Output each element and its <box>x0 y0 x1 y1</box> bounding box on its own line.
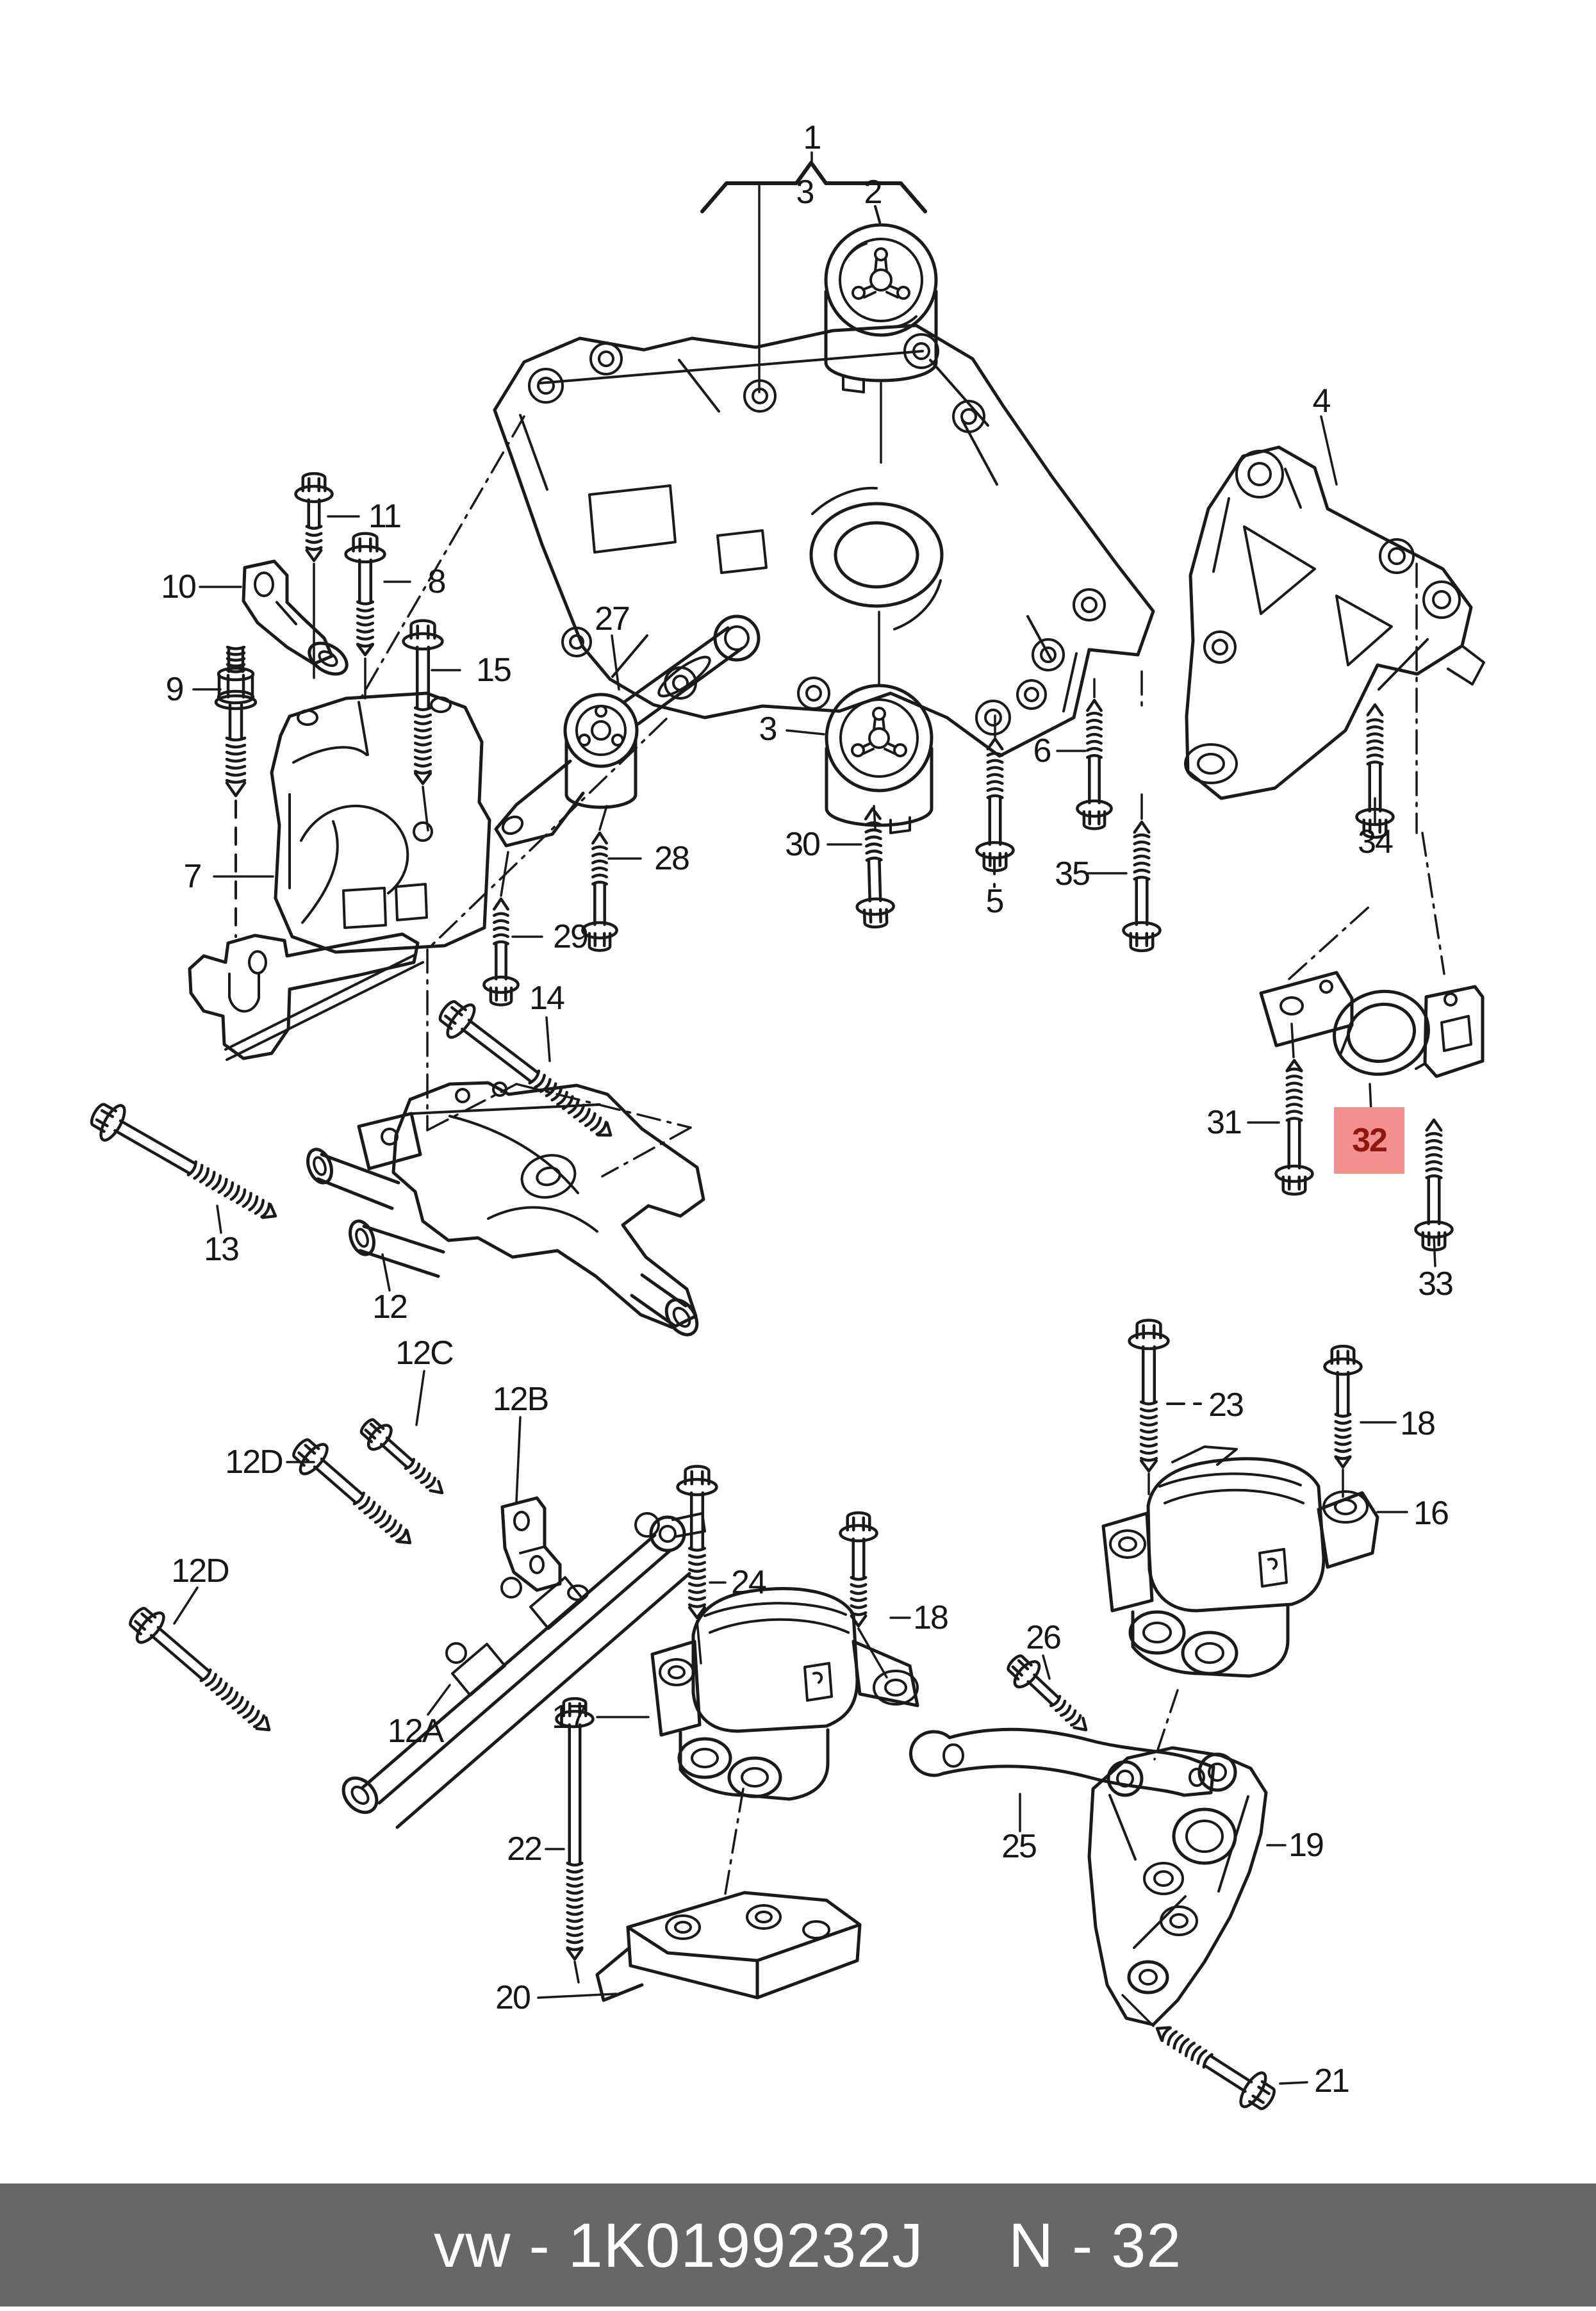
bolt-18-center <box>839 1511 878 1628</box>
callout-17[interactable]: 17 <box>552 1698 588 1736</box>
callout-9[interactable]: 9 <box>165 671 185 708</box>
mount-support-12 <box>306 1081 705 1336</box>
screw-28 <box>581 831 618 952</box>
support-bracket-19 <box>1087 1746 1268 2027</box>
callout-12B[interactable]: 12B <box>492 1381 550 1418</box>
bolt-22 <box>555 1697 595 1961</box>
callout-3[interactable]: 3 <box>759 711 778 748</box>
callout-13[interactable]: 13 <box>204 1231 240 1268</box>
stud-9 <box>214 645 258 798</box>
bolt-11 <box>294 472 334 563</box>
callout-12D[interactable]: 12D <box>225 1443 283 1481</box>
callout-27[interactable]: 27 <box>595 600 630 637</box>
engine-mount-17 <box>650 1587 919 1801</box>
bushing-mount-3 <box>825 684 934 834</box>
callout-5[interactable]: 5 <box>985 883 1005 920</box>
callout-14[interactable]: 14 <box>529 980 565 1017</box>
bracket-12b <box>500 1496 562 1592</box>
callout-18[interactable]: 18 <box>913 1599 949 1636</box>
gearbox-mount-16 <box>1101 1445 1379 1678</box>
screw-30 <box>855 807 895 929</box>
screw-6 <box>1076 698 1113 830</box>
callout-21[interactable]: 21 <box>1314 2062 1350 2100</box>
callout-34[interactable]: 34 <box>1358 823 1394 860</box>
bolt-12d-lower <box>129 1607 271 1732</box>
rail-bracket-12a <box>341 1512 706 1829</box>
callout-24[interactable]: 24 <box>731 1564 767 1601</box>
bushing-mount-2 <box>824 223 938 393</box>
bolt-24 <box>676 1465 718 1620</box>
callout-4[interactable]: 4 <box>1312 382 1331 420</box>
support-bracket-20 <box>595 1891 862 2002</box>
callout-29[interactable]: 29 <box>553 918 589 955</box>
callout-23[interactable]: 23 <box>1208 1386 1244 1424</box>
part-number-text: vw - 1K0199232J <box>434 2210 924 2280</box>
screw-29 <box>482 897 520 1007</box>
dashed-leaders <box>234 205 1202 1405</box>
screw-5 <box>975 737 1015 873</box>
callout-6[interactable]: 6 <box>1033 732 1052 769</box>
callout-35[interactable]: 35 <box>1055 855 1090 892</box>
construction-lines <box>358 415 1445 1895</box>
callout-1[interactable]: 1 <box>803 119 822 156</box>
screw-31 <box>1274 1058 1314 1196</box>
fasteners <box>90 472 1454 2110</box>
callout-12A[interactable]: 12A <box>387 1713 445 1750</box>
callout-12[interactable]: 12 <box>372 1288 408 1326</box>
callout-31[interactable]: 31 <box>1206 1104 1242 1141</box>
screw-33 <box>1414 1118 1454 1252</box>
callout-32-highlighted[interactable]: 32 <box>1334 1107 1404 1174</box>
callout-25[interactable]: 25 <box>1001 1828 1037 1865</box>
callout-16[interactable]: 16 <box>1413 1495 1449 1532</box>
callout-8[interactable]: 8 <box>427 563 447 600</box>
bolt-12d-upper <box>292 1438 412 1545</box>
bolt-23 <box>1128 1319 1170 1473</box>
torque-arm-27 <box>494 614 761 848</box>
callout-12C[interactable]: 12C <box>395 1335 454 1372</box>
gearbox-bracket-4 <box>1184 445 1485 800</box>
leader-lines <box>173 151 1436 2085</box>
callout-19[interactable]: 19 <box>1288 1827 1324 1864</box>
bolt-15 <box>402 619 444 785</box>
callout-15[interactable]: 15 <box>476 652 512 689</box>
callout-28[interactable]: 28 <box>654 840 690 877</box>
body-bracket <box>188 932 424 1061</box>
callout-22[interactable]: 22 <box>507 1830 543 1868</box>
callout-12D[interactable]: 12D <box>171 1552 229 1590</box>
page-number-text: N - 32 <box>1008 2210 1182 2280</box>
engine-mount-7 <box>270 691 491 954</box>
bolt-8 <box>344 532 386 657</box>
footer-bar: vw - 1K0199232J N - 32 <box>0 2184 1596 2307</box>
callout-3[interactable]: 3 <box>796 174 815 211</box>
subframe <box>493 324 1155 758</box>
callout-33[interactable]: 33 <box>1418 1265 1454 1303</box>
callout-7[interactable]: 7 <box>183 858 202 895</box>
group-bracket-1 <box>700 161 927 213</box>
screw-35 <box>1122 820 1162 953</box>
bolt-13 <box>90 1103 277 1219</box>
callout-20[interactable]: 20 <box>495 1979 531 2016</box>
bolt-12c <box>359 1418 444 1495</box>
callout-26[interactable]: 26 <box>1026 1619 1062 1656</box>
bracket-10 <box>242 559 349 676</box>
callout-10[interactable]: 10 <box>161 568 197 605</box>
callout-30[interactable]: 30 <box>785 826 821 863</box>
callout-18[interactable]: 18 <box>1400 1405 1436 1442</box>
callout-11[interactable]: 11 <box>368 498 402 535</box>
bolt-26 <box>1007 1654 1088 1732</box>
bolt-21 <box>1155 2026 1276 2110</box>
link-strap-25 <box>909 1727 1215 1797</box>
clamp-bracket-32 <box>1259 971 1485 1078</box>
callout-2[interactable]: 2 <box>864 174 883 211</box>
bolt-14 <box>438 1000 613 1137</box>
bolt-18-right <box>1323 1344 1363 1469</box>
